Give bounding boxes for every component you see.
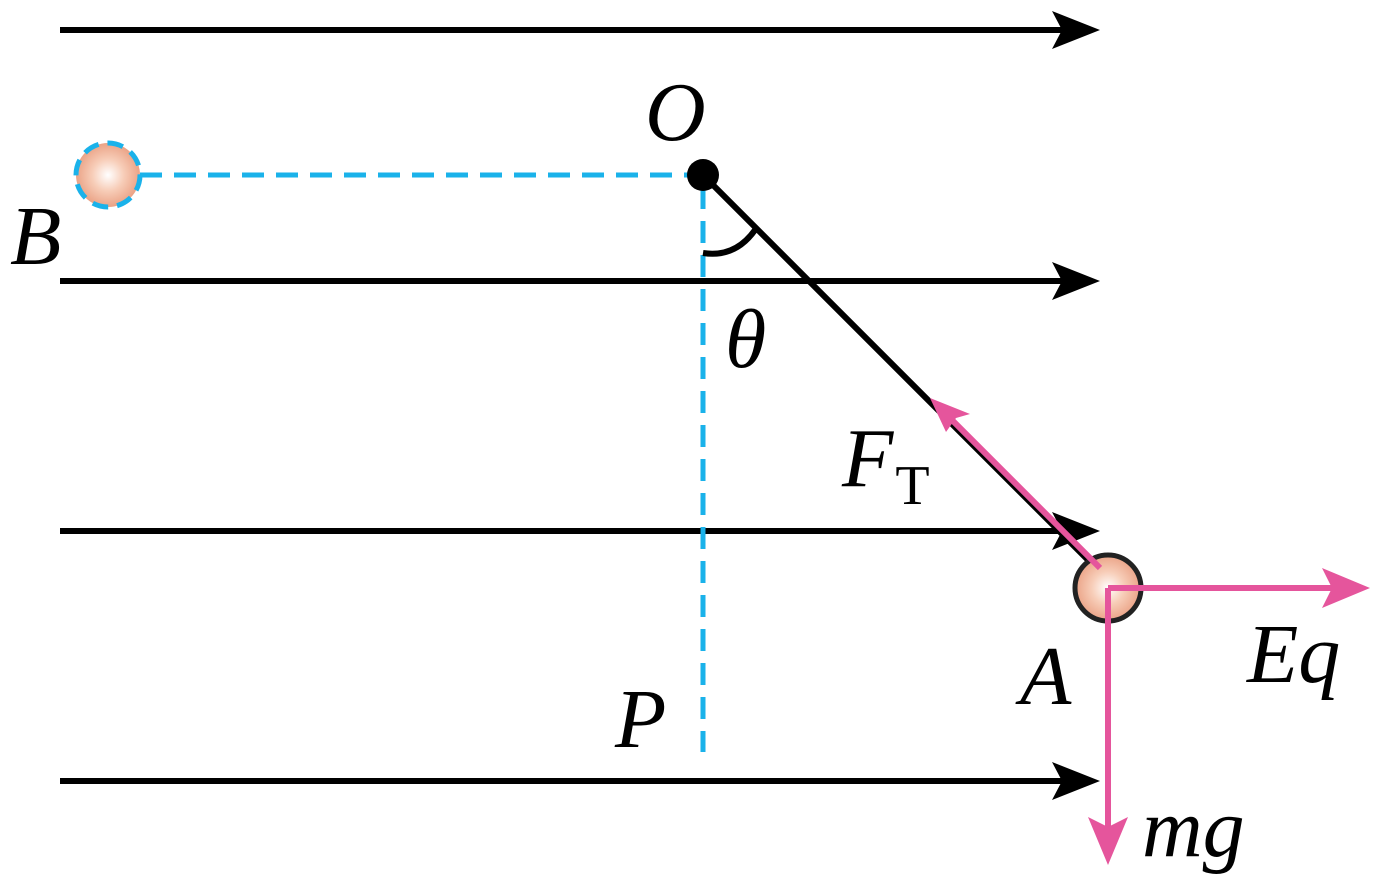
label-P: P — [614, 673, 666, 766]
field-arrowhead-icon — [1052, 762, 1100, 800]
pivot-point-O — [687, 159, 719, 191]
label-tension-main: F — [841, 412, 895, 505]
dashed-reference-lines — [140, 172, 706, 752]
gravity-force-arrow — [1088, 588, 1128, 865]
label-A: A — [1015, 630, 1072, 723]
electric-force-arrow — [1108, 568, 1370, 608]
arrowhead-icon — [930, 398, 970, 432]
electric-field-lines — [60, 11, 1100, 800]
label-tension: FT — [841, 412, 930, 517]
field-arrowhead-icon — [1052, 512, 1100, 550]
field-line-4 — [60, 762, 1100, 800]
arrowhead-icon — [1088, 817, 1128, 865]
force-vectors — [930, 398, 1370, 865]
label-theta: θ — [725, 293, 766, 386]
ball-position-B — [73, 140, 143, 210]
angle-theta-arc — [702, 228, 758, 257]
field-line-2 — [60, 262, 1100, 300]
field-line-1 — [60, 11, 1100, 49]
field-line-3 — [60, 512, 1100, 550]
label-O: O — [645, 66, 706, 159]
arrowhead-icon — [1322, 568, 1370, 608]
label-tension-subscript: T — [895, 455, 929, 517]
tension-force-arrow — [930, 398, 1103, 571]
field-arrowhead-icon — [1052, 262, 1100, 300]
label-gravity: mg — [1142, 782, 1245, 875]
field-arrowhead-icon — [1052, 11, 1100, 49]
label-B: B — [10, 190, 61, 283]
label-electric-force: Eq — [1246, 608, 1340, 701]
